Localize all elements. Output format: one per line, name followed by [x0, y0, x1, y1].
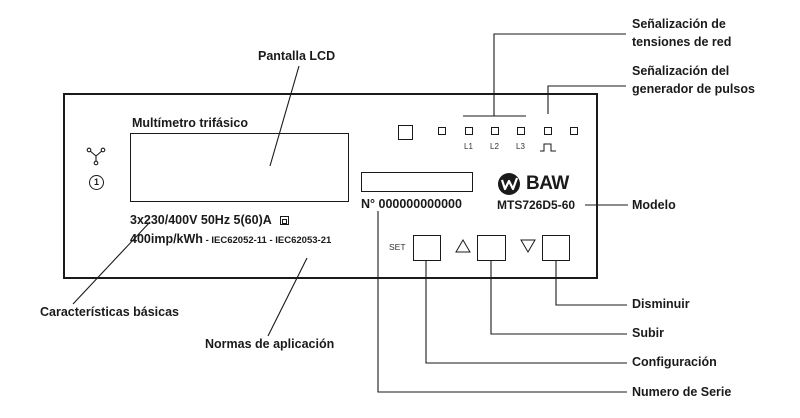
- pulse-wave-icon: [539, 142, 557, 152]
- leader-red: [494, 34, 626, 116]
- down-button[interactable]: [542, 235, 570, 261]
- spec-line-1: 3x230/400V 50Hz 5(60)A: [130, 214, 289, 227]
- callout-disminuir: Disminuir: [632, 297, 690, 311]
- callout-red-line1: Señalización de: [632, 17, 726, 31]
- phase-label-l1: L1: [464, 142, 473, 151]
- spec-norms: - IEC62052-11 - IEC62053-21: [202, 235, 332, 246]
- spec-impulses: 400imp/kWh: [130, 232, 203, 246]
- leader-lcd: [270, 66, 299, 166]
- up-button[interactable]: [477, 235, 506, 261]
- phase-label-l2: L2: [490, 142, 499, 151]
- set-label: SET: [389, 242, 406, 252]
- phase-label-l3: L3: [516, 142, 525, 151]
- model-number: MTS726D5-60: [497, 198, 576, 212]
- accuracy-class-badge: 1: [89, 175, 104, 190]
- set-button[interactable]: [413, 235, 441, 261]
- leader-pulsos: [548, 86, 626, 114]
- callout-serie: Numero de Serie: [632, 385, 732, 399]
- callout-normas: Normas de aplicación: [205, 337, 335, 351]
- callout-caracteristicas: Características básicas: [40, 305, 179, 319]
- led-l2: [491, 127, 499, 135]
- meter-panel: [63, 93, 598, 279]
- serial-number: N° 000000000000: [361, 197, 462, 211]
- meter-title: Multímetro trifásico: [132, 116, 248, 130]
- double-insulation-icon: [279, 216, 289, 225]
- callout-pulsos-line1: Señalización del: [632, 64, 730, 78]
- baw-logo-icon: [498, 173, 520, 195]
- leader-configuracion: [426, 261, 627, 363]
- led-pulse: [544, 127, 552, 135]
- lcd-display: [130, 133, 349, 202]
- callout-subir: Subir: [632, 326, 664, 340]
- leader-subir: [491, 261, 627, 334]
- triangle-up-icon: [455, 239, 471, 253]
- indicator-led-right: [570, 127, 578, 135]
- callout-red-line2: tensiones de red: [632, 35, 732, 49]
- brand-name: BAW: [526, 173, 569, 194]
- spec-line-2: 400imp/kWh - IEC62052-11 - IEC62053-21: [130, 233, 331, 246]
- leader-disminuir: [556, 261, 627, 305]
- callout-lcd: Pantalla LCD: [258, 49, 336, 63]
- leader-normas: [268, 258, 307, 336]
- leader-serie: [378, 211, 627, 392]
- led-l1: [465, 127, 473, 135]
- leader-caracteristicas: [73, 222, 150, 304]
- three-phase-symbol-icon: [86, 147, 106, 166]
- callout-modelo: Modelo: [632, 198, 676, 212]
- indicator-led: [438, 127, 446, 135]
- triangle-down-icon: [520, 239, 536, 253]
- serial-number-window: [361, 172, 473, 192]
- optical-port: [398, 125, 413, 140]
- callout-configuracion: Configuración: [632, 355, 717, 369]
- callout-pulsos-line2: generador de pulsos: [632, 82, 755, 96]
- spec-ratings: 3x230/400V 50Hz 5(60)A: [130, 213, 272, 227]
- accuracy-class-number: 1: [93, 177, 99, 187]
- led-l3: [517, 127, 525, 135]
